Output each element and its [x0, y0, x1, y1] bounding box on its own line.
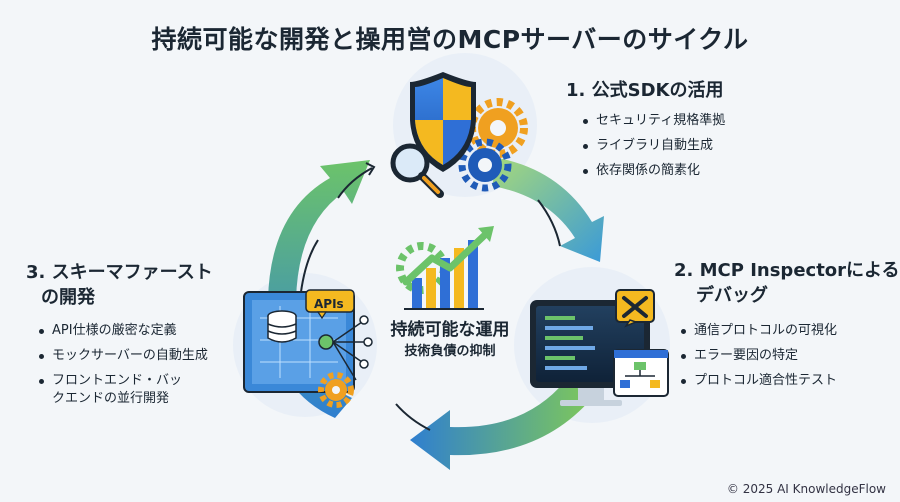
list-item: エラー要因の特定 — [680, 347, 837, 365]
section-2-heading-line: 2. MCP Inspectorによる — [674, 260, 900, 281]
flowchart-icon — [613, 349, 669, 397]
cycle-arrow-top-right — [492, 158, 604, 262]
database-icon — [267, 310, 297, 343]
list-item: フロントエンド・バッ — [38, 372, 208, 390]
page-title: 持続可能な開発と操用営のMCPサーバーのサイクル — [151, 25, 749, 54]
list-item: ライブラリ自動生成 — [582, 137, 725, 155]
section-3-heading-line: 3. スキーマファースト — [26, 262, 213, 283]
tools-icon — [615, 289, 655, 328]
gear-icon — [458, 138, 512, 192]
section-2-heading-line: デバッグ — [696, 285, 768, 306]
apis-bubble — [305, 289, 355, 320]
shield-icon — [410, 72, 476, 172]
list-item-continuation: クエンドの並行開発 — [52, 391, 170, 406]
list-item: 通信プロトコルの可視化 — [680, 322, 837, 340]
section-2-heading: 2. MCP Inspectorによる デバッグ — [674, 258, 900, 308]
cycle-arrow-bottom — [410, 380, 592, 470]
section-1-bullets: セキュリティ規格準拠 ライブラリ自動生成 依存関係の簡素化 — [582, 112, 725, 187]
footer-credit: © 2025 AI KnowledgeFlow — [726, 482, 886, 496]
list-item: 依存関係の簡素化 — [582, 162, 725, 180]
center-main-label: 持続可能な運用 — [390, 320, 510, 340]
list-item: API仕様の厳密な定義 — [38, 322, 208, 340]
list-item: セキュリティ規格準拠 — [582, 112, 725, 130]
magnifier-icon — [390, 143, 444, 198]
section-1-heading: 1. 公式SDKの活用 — [566, 78, 723, 103]
inner-arrow-bottom — [395, 403, 431, 431]
section-3-bullets: API仕様の厳密な定義 モックサーバーの自動生成 フロントエンド・バッ クエンド… — [38, 322, 208, 415]
section-1-heading-line: 1. 公式SDKの活用 — [566, 80, 724, 101]
inner-arrow-right — [537, 199, 561, 247]
section-2-bullets: 通信プロトコルの可視化 エラー要因の特定 プロトコル適合性テスト — [680, 322, 837, 397]
section-3-heading-line: の開発 — [41, 287, 95, 308]
inner-arrow-top — [337, 167, 373, 199]
gear-icon — [318, 372, 354, 408]
growth-chart-icon — [396, 226, 494, 310]
center-sub-label: 技術負債の抑制 — [404, 344, 496, 359]
list-item: プロトコル適合性テスト — [680, 372, 837, 390]
section-3-heading: 3. スキーマファースト の開発 — [26, 260, 213, 310]
network-icon — [318, 315, 373, 381]
apis-label: APIs — [314, 297, 344, 311]
list-item: モックサーバーの自動生成 — [38, 347, 208, 365]
